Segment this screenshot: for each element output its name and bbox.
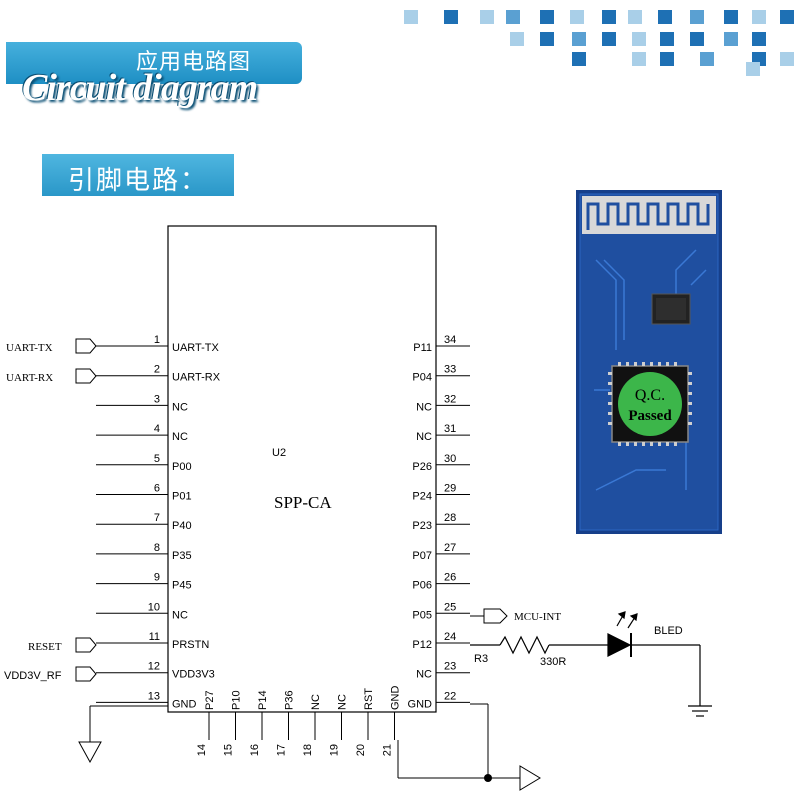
section-banner	[42, 154, 234, 196]
pin-label: PRSTN	[172, 639, 209, 651]
pin-number: 5	[154, 453, 160, 465]
pin-label: P40	[172, 520, 192, 532]
pin-label: NC	[172, 609, 188, 621]
pin-label: GND	[172, 698, 197, 710]
pin-number: 8	[154, 542, 160, 554]
pin-label: RST	[363, 688, 375, 710]
pin-number: 14	[196, 744, 208, 756]
pin-label: P27	[204, 690, 216, 710]
net-mcu-int: MCU-INT	[514, 611, 561, 623]
resistor-value: 330R	[540, 656, 566, 668]
pin-number: 25	[444, 601, 456, 613]
pin-label: NC	[416, 431, 432, 443]
pin-label: P24	[412, 491, 432, 503]
chip-body	[167, 225, 437, 713]
pin-number: 29	[444, 483, 456, 495]
pin-number: 12	[148, 661, 160, 673]
ground-arrow-right	[519, 765, 541, 791]
pin-number: 16	[249, 744, 261, 756]
pin-number: 2	[154, 364, 160, 376]
pin-label: P45	[172, 580, 192, 592]
pin-label: P36	[284, 690, 296, 710]
pin-number: 23	[444, 661, 456, 673]
net-uart-rx: UART-RX	[6, 372, 53, 384]
connector-uart-rx	[75, 368, 97, 384]
module-photo: Q.C. Passed	[576, 190, 722, 534]
pin-label: P14	[257, 690, 269, 710]
led-label: BLED	[654, 625, 683, 637]
header-title-en: Circuit diagram	[22, 67, 258, 109]
pin-label: P07	[412, 550, 432, 562]
pin-number: 7	[154, 512, 160, 524]
resistor	[499, 635, 550, 655]
pin-number: 27	[444, 542, 456, 554]
pin-number: 3	[154, 393, 160, 405]
connector-uart-tx	[75, 338, 97, 354]
pin-label: P04	[412, 372, 432, 384]
ground-symbol-left	[78, 705, 168, 764]
pin-label: NC	[337, 694, 349, 710]
pin-label: NC	[416, 669, 432, 681]
pin-number: 10	[148, 601, 160, 613]
pin-label: UART-TX	[172, 342, 220, 354]
junction-dot	[484, 774, 492, 782]
pin-label: P12	[412, 639, 432, 651]
led	[607, 633, 632, 657]
pin-number: 6	[154, 483, 160, 495]
net-uart-tx: UART-TX	[6, 342, 53, 354]
pin-label: NC	[416, 401, 432, 413]
connector-reset	[75, 637, 97, 653]
section-title: 引脚电路：	[68, 166, 209, 196]
pin-label: P10	[231, 690, 243, 710]
stamp-line2: Passed	[628, 408, 672, 424]
pin-number: 1	[154, 334, 160, 346]
pin-label: P01	[172, 491, 192, 503]
pin-label: GND	[390, 686, 402, 711]
pin-number: 11	[149, 631, 160, 643]
net-reset: RESET	[28, 641, 62, 653]
pin-number: 15	[223, 744, 235, 756]
qc-stamp	[618, 372, 682, 436]
pin-number: 20	[355, 744, 367, 756]
pin-label: NC	[172, 431, 188, 443]
pin-label: P05	[412, 609, 432, 621]
header-banner	[6, 42, 302, 84]
pin-number: 24	[444, 631, 456, 643]
net-vdd: VDD3V_RF	[4, 670, 62, 682]
chip-ref: U2	[272, 447, 286, 459]
pin-number: 31	[444, 423, 456, 435]
pin-number: 13	[148, 690, 160, 702]
pin-label: P06	[412, 580, 432, 592]
pin-number: 26	[444, 572, 456, 584]
header-title-cn: 应用电路图	[136, 50, 252, 75]
pin-label: GND	[408, 698, 433, 710]
pin-label: P26	[412, 461, 432, 473]
pin-number: 30	[444, 453, 456, 465]
pin-number: 4	[154, 423, 160, 435]
pin-number: 28	[444, 512, 456, 524]
pin-label: NC	[310, 694, 322, 710]
pin-number: 19	[329, 744, 341, 756]
pin-label: NC	[172, 401, 188, 413]
pin-number: 22	[444, 690, 456, 702]
pin-number: 34	[444, 334, 456, 346]
pin-label: P23	[412, 520, 432, 532]
pin-label: UART-RX	[172, 372, 221, 384]
connector-mcu-int	[483, 608, 508, 624]
pin-number: 33	[444, 364, 456, 376]
pin-label: P11	[413, 342, 432, 354]
pin-label: P00	[172, 461, 192, 473]
pin-number: 18	[302, 744, 314, 756]
resistor-ref: R3	[474, 653, 488, 665]
pin-number: 17	[276, 744, 288, 756]
pin-number: 21	[382, 744, 394, 756]
pin-number: 32	[444, 393, 456, 405]
pin-label: P35	[172, 550, 192, 562]
stamp-line1: Q.C.	[635, 387, 665, 404]
connector-vdd	[75, 666, 97, 682]
pin-label: VDD3V3	[172, 669, 215, 681]
pin-number: 9	[154, 572, 160, 584]
chip-name: SPP-CA	[274, 493, 332, 512]
